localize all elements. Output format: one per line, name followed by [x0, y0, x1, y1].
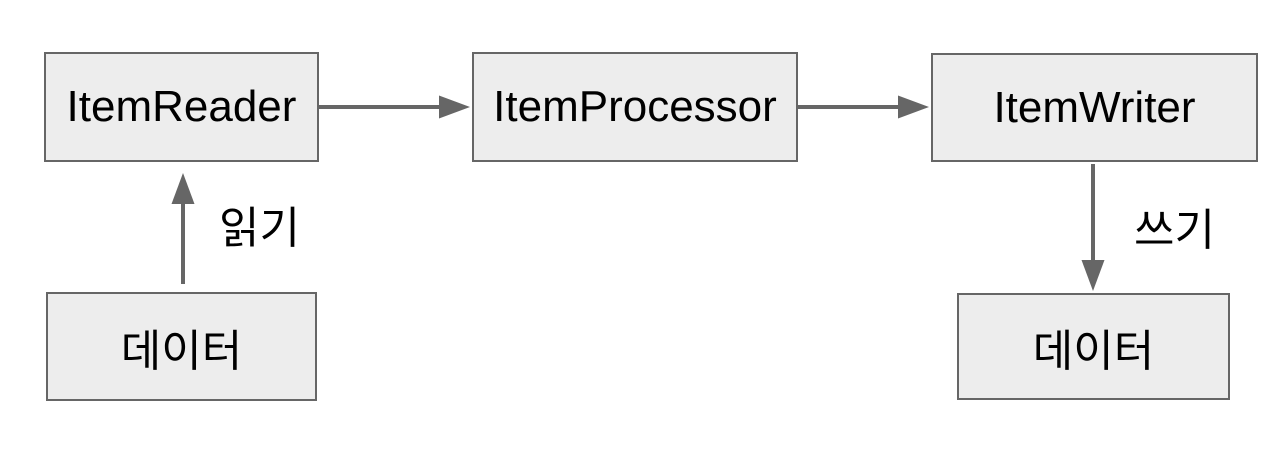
- node-item-writer-label: ItemWriter: [993, 82, 1196, 132]
- node-item-reader-label: ItemReader: [66, 82, 297, 131]
- edge-label-write: 쓰기: [1134, 206, 1215, 255]
- node-item-writer: ItemWriter: [931, 53, 1258, 162]
- edge-data-to-reader: [171, 173, 195, 284]
- edge-reader-to-processor: [319, 95, 470, 119]
- node-item-reader: ItemReader: [44, 52, 319, 162]
- edge-writer-to-data: [1081, 164, 1105, 291]
- node-data-source: 데이터: [46, 292, 317, 401]
- node-item-processor-label: ItemProcessor: [493, 82, 777, 131]
- node-data-target: 데이터: [957, 293, 1230, 400]
- node-item-processor: ItemProcessor: [472, 52, 798, 162]
- node-data-source-label: 데이터: [120, 326, 243, 376]
- edge-label-read: 읽기: [219, 204, 300, 253]
- edge-processor-to-writer: [798, 95, 929, 119]
- node-data-target-label: 데이터: [1032, 326, 1155, 376]
